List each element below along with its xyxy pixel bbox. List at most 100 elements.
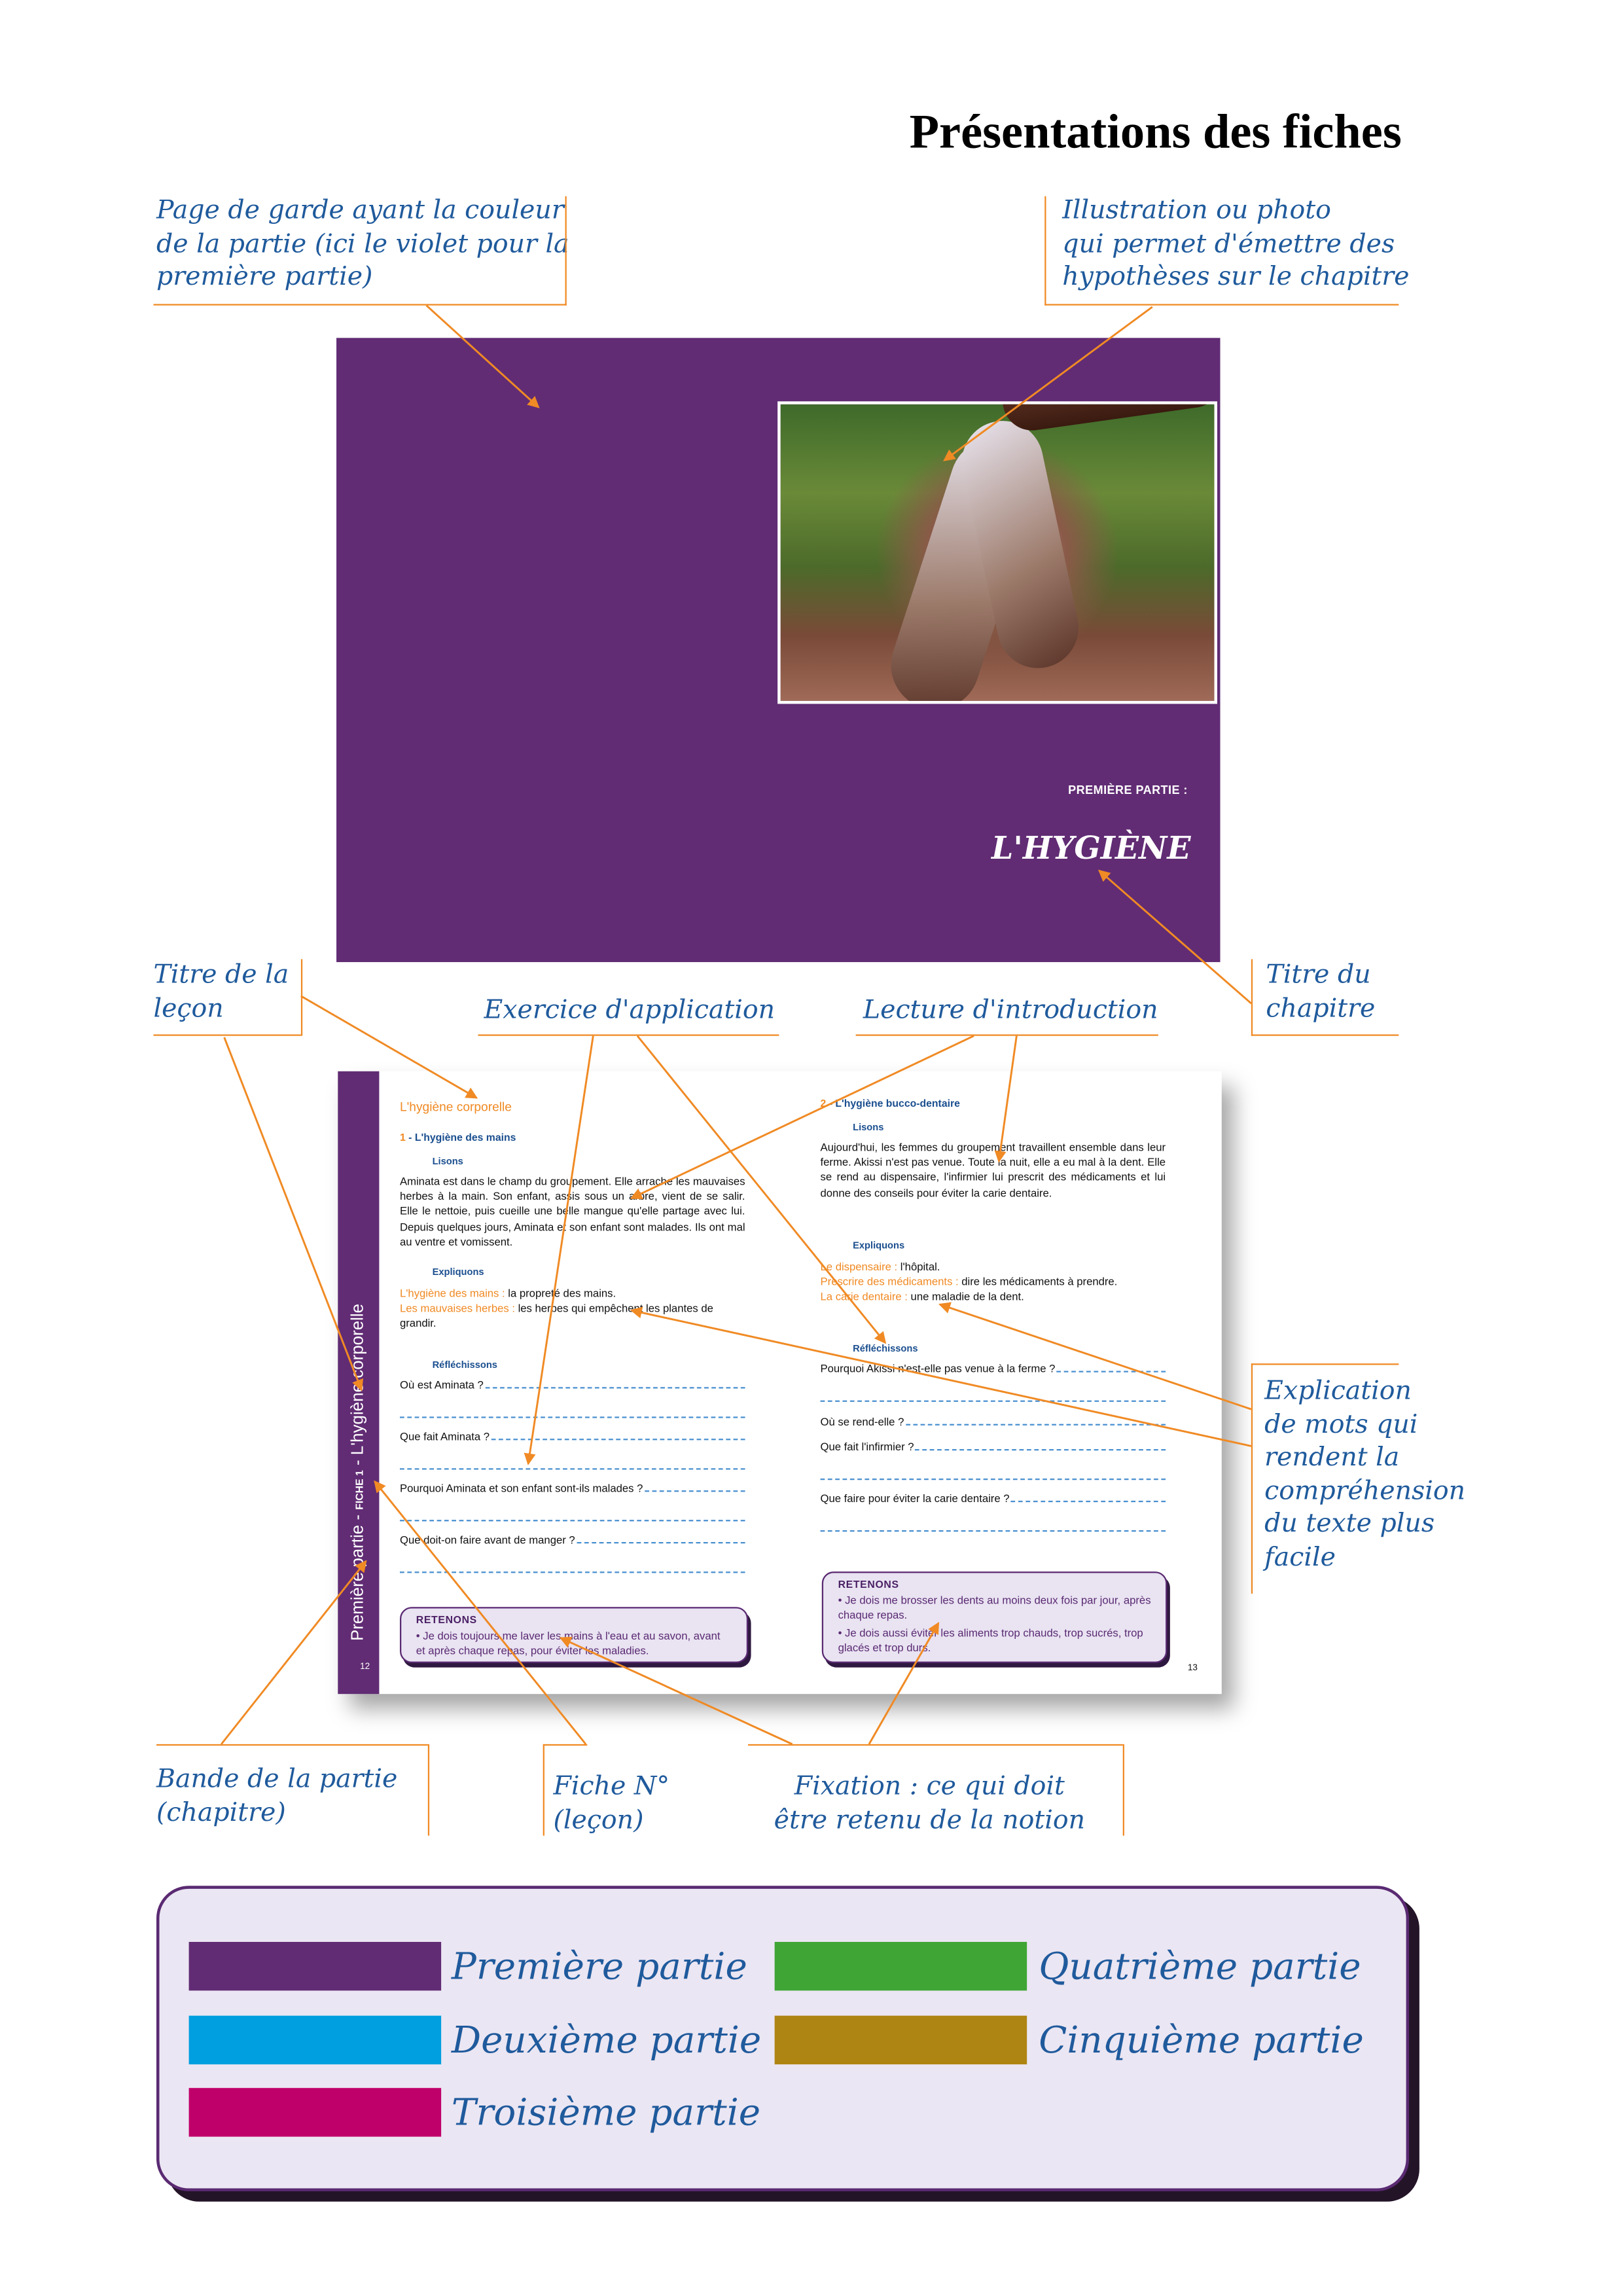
- definitions: L'hygiène des mains : la propreté des ma…: [400, 1287, 745, 1332]
- definition: Les mauvaises herbes : les herbes qui em…: [400, 1302, 745, 1332]
- question[interactable]: Que fait l'infirmier ?: [820, 1440, 1166, 1454]
- definition-term: La carie dentaire :: [820, 1290, 911, 1304]
- cover-page: PREMIÈRE PARTIE : L'HYGIÈNE: [336, 338, 1221, 962]
- retain-text: • Je dois me brosser les dents au moins …: [838, 1593, 1151, 1622]
- swatch-part-5: [774, 2015, 1027, 2065]
- swatch-part-2: [188, 2015, 442, 2065]
- answer-line[interactable]: [485, 1387, 745, 1389]
- annotation-line: Bande de la partie: [156, 1765, 398, 1795]
- annotation-line: qui permet d'émettre des: [1062, 229, 1395, 259]
- annotation-line: chapitre: [1266, 994, 1376, 1024]
- answer-line[interactable]: [1010, 1500, 1166, 1503]
- legend-label: Quatrième partie: [1039, 1945, 1361, 1988]
- part-band: Première partie - FICHE 1 - L'hygiène co…: [338, 1071, 380, 1695]
- band-text: Première partie - FICHE 1 - L'hygiène co…: [349, 1304, 367, 1641]
- callout-line: [478, 1034, 779, 1036]
- annotation-line: être retenu de la notion: [774, 1805, 1086, 1835]
- annotation-band: Bande de la partie (chapitre): [156, 1763, 397, 1829]
- answer-line[interactable]: [399, 1468, 745, 1470]
- retain-text: • Je dois toujours me laver les mains à …: [416, 1629, 721, 1657]
- annotation-line: de la partie (ici le violet pour la: [156, 229, 569, 259]
- annotation-line: (leçon): [553, 1805, 644, 1835]
- band-part: Première partie -: [349, 1509, 368, 1641]
- answer-line[interactable]: [820, 1530, 1166, 1532]
- annotation-line: Titre du: [1266, 960, 1371, 990]
- annotation-line: Fixation : ce qui doit: [794, 1772, 1065, 1802]
- definition: L'hygiène des mains : la propreté des ma…: [400, 1287, 745, 1302]
- answer-line[interactable]: [399, 1416, 745, 1418]
- answer-line[interactable]: [399, 1571, 745, 1573]
- legend-label: Deuxième partie: [451, 2018, 762, 2062]
- callout-line: [1251, 959, 1253, 1036]
- annotation-exercise: Exercice d'application: [484, 996, 776, 1026]
- callout-line: [156, 1744, 428, 1746]
- annotation-illustration: Illustration ou photo qui permet d'émett…: [1062, 195, 1409, 295]
- think-heading: Réfléchissons: [853, 1344, 918, 1355]
- retain-box: RETENONS • Je dois me brosser les dents …: [821, 1571, 1168, 1663]
- question-text: Que fait Aminata ?: [399, 1429, 490, 1443]
- annotation-explanation: Explication de mots qui rendent la compr…: [1264, 1375, 1465, 1574]
- callout-line: [543, 1744, 588, 1746]
- callout-line: [855, 1034, 1158, 1036]
- definition: La carie dentaire : une maladie de la de…: [821, 1290, 1175, 1305]
- answer-line[interactable]: [576, 1541, 745, 1544]
- callout-line: [153, 1034, 301, 1036]
- annotation-line: hypothèses sur le chapitre: [1062, 262, 1410, 293]
- answer-line[interactable]: [905, 1424, 1166, 1426]
- question-text: Que faire pour éviter la carie dentaire …: [820, 1492, 1010, 1505]
- answer-line[interactable]: [399, 1520, 745, 1522]
- page-number-left: 12: [360, 1662, 370, 1672]
- callout-line: [1044, 196, 1046, 306]
- page-title: Présentations des fiches: [909, 106, 1402, 160]
- swatch-part-3: [188, 2088, 442, 2137]
- question[interactable]: Pourquoi Akissi n'est-elle pas venue à l…: [821, 1362, 1166, 1375]
- band-fiche-number: FICHE 1: [355, 1470, 366, 1510]
- section-number: 2: [820, 1099, 827, 1110]
- annotation-line: rendent la: [1264, 1443, 1400, 1473]
- section-number: 1: [399, 1133, 406, 1144]
- annotation-line: Titre de la: [153, 960, 289, 990]
- annotation-fixation: Fixation : ce qui doit être retenu de la…: [748, 1770, 1111, 1837]
- question-text: Que fait l'infirmier ?: [820, 1440, 914, 1454]
- answer-line[interactable]: [491, 1439, 745, 1441]
- explain-heading: Expliquons: [853, 1241, 905, 1251]
- question[interactable]: Où se rend-elle ?: [821, 1415, 1166, 1428]
- reading-text: Aujourd'hui, les femmes du groupement tr…: [820, 1140, 1166, 1200]
- section-heading: 1 - L'hygiène des mains: [400, 1133, 516, 1143]
- answer-line[interactable]: [820, 1400, 1166, 1402]
- question[interactable]: Où est Aminata ?: [400, 1378, 745, 1391]
- definition-term: Le dispensaire :: [820, 1260, 901, 1274]
- retain-text: • Je dois aussi éviter les aliments trop…: [838, 1626, 1143, 1655]
- cover-part-label: PREMIÈRE PARTIE :: [1068, 783, 1188, 797]
- question[interactable]: Que faire pour éviter la carie dentaire …: [821, 1492, 1166, 1505]
- definition-text: l'hôpital.: [900, 1260, 940, 1274]
- annotation-chapter-title: Titre du chapitre: [1266, 959, 1375, 1025]
- question-text: Pourquoi Aminata et son enfant sont-ils …: [399, 1481, 643, 1495]
- section-title: - L'hygiène bucco-dentaire: [826, 1099, 960, 1110]
- legend-label: Troisième partie: [451, 2090, 761, 2134]
- answer-line[interactable]: [1056, 1371, 1166, 1372]
- question-text: Où est Aminata ?: [399, 1378, 484, 1392]
- callout-line: [427, 1744, 430, 1836]
- callout-line: [300, 959, 303, 1036]
- annotation-reading: Lecture d'introduction: [863, 996, 1158, 1026]
- answer-line[interactable]: [915, 1448, 1166, 1451]
- annotation-line: compréhension: [1264, 1476, 1466, 1506]
- reading-text: Aminata est dans le champ du groupement.…: [399, 1174, 745, 1248]
- color-legend: Première partie Deuxième partie Troisièm…: [156, 1886, 1410, 2191]
- answer-line[interactable]: [644, 1490, 745, 1492]
- question[interactable]: Pourquoi Aminata et son enfant sont-ils …: [400, 1482, 745, 1495]
- callout-line: [1122, 1744, 1124, 1836]
- definitions: Le dispensaire : l'hôpital. Prescrire de…: [821, 1260, 1175, 1305]
- question-text: Que doit-on faire avant de manger ?: [399, 1533, 575, 1547]
- answer-line[interactable]: [820, 1479, 1166, 1480]
- annotation-line: Page de garde ayant la couleur: [156, 196, 564, 226]
- annotation-cover-page: Page de garde ayant la couleur de la par…: [156, 195, 569, 295]
- annotation-line: facile: [1264, 1543, 1336, 1573]
- question[interactable]: Que fait Aminata ?: [400, 1430, 745, 1443]
- read-heading: Lisons: [853, 1122, 884, 1134]
- definition-text: la propreté des mains.: [508, 1286, 616, 1300]
- question[interactable]: Que doit-on faire avant de manger ?: [399, 1533, 745, 1547]
- definition-text: dire les médicaments à prendre.: [961, 1275, 1118, 1289]
- definition-text: une maladie de la dent.: [910, 1290, 1024, 1304]
